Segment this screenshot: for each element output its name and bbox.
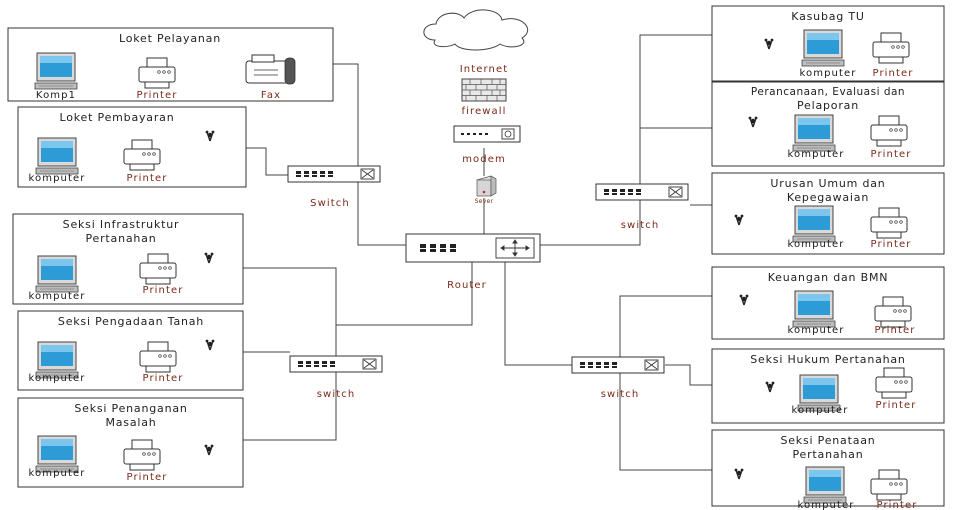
device-label: Printer (877, 500, 918, 510)
computer-icon (803, 466, 847, 504)
room-title: Seksi Pengadaan Tanah (58, 315, 204, 328)
room-urusan-umum: Urusan Umum dan Kepegawaian komputer Pri… (711, 172, 945, 255)
computer-icon (35, 435, 79, 473)
connection-wires (243, 34, 712, 471)
router-label: Router (447, 280, 487, 291)
switch-left-bottom-label: switch (317, 389, 356, 400)
room-kasubag-tu: Kasubag TU komputer Printer (711, 5, 945, 82)
room-title: Perancanaan, Evaluasi dan (751, 86, 905, 98)
server-icon (476, 175, 497, 197)
device-label: komputer (798, 500, 855, 510)
room-seksi-penataan: Seksi Penataan Pertanahan komputer Print… (711, 429, 945, 510)
firewall-label: firewall (461, 106, 506, 117)
switch-left-top-icon (287, 165, 381, 183)
device-label: Printer (127, 173, 168, 184)
room-title: Pertanahan (793, 448, 864, 461)
switch-right-bottom-icon (571, 356, 665, 374)
device-label: komputer (29, 173, 86, 184)
room-title: Loket Pelayanan (119, 32, 221, 45)
modem-label: modem (462, 154, 506, 165)
room-perencanaan: Perancanaan, Evaluasi dan Pelaporan komp… (711, 81, 945, 167)
device-label: komputer (788, 239, 845, 250)
device-label: Fax (261, 90, 281, 101)
switch-right-top-icon (595, 183, 689, 201)
room-seksi-penanganan: Seksi Penanganan Masalah komputer Printe… (17, 397, 244, 488)
room-title: Urusan Umum dan (770, 177, 885, 190)
device-label: komputer (788, 149, 845, 160)
computer-icon (792, 114, 836, 152)
room-title: Seksi Penanganan (74, 402, 187, 415)
computer-icon (792, 205, 836, 243)
computer-icon (801, 29, 845, 67)
room-title: Keuangan dan BMN (768, 271, 889, 284)
room-title: Seksi Penataan (780, 434, 875, 447)
router-icon (405, 233, 541, 263)
modem-icon (453, 125, 521, 143)
fax-icon (245, 54, 296, 85)
device-label: Printer (876, 400, 917, 411)
switch-left-top-label: Switch (310, 198, 350, 209)
computer-icon (35, 255, 79, 293)
device-label: Printer (873, 68, 914, 79)
room-title: Kepegawaian (787, 191, 869, 204)
room-title: Kasubag TU (791, 10, 864, 23)
internet-label: Internet (460, 64, 509, 75)
room-loket-pelayanan: Loket Pelayanan Komp1 Printer Fax (7, 27, 334, 102)
switch-right-bottom-label: switch (601, 389, 640, 400)
device-label: komputer (800, 68, 857, 79)
device-label: Printer (871, 149, 912, 160)
device-label: Printer (127, 472, 168, 483)
computer-icon (35, 137, 79, 175)
switch-left-bottom-icon (289, 355, 383, 373)
device-label: komputer (792, 405, 849, 416)
computer-icon (34, 52, 78, 90)
room-loket-pembayaran: Loket Pembayaran komputer Printer (17, 106, 247, 188)
device-label: Printer (143, 285, 184, 296)
device-label: komputer (29, 291, 86, 302)
device-label: Printer (137, 90, 178, 101)
device-label: komputer (29, 373, 86, 384)
room-title: Pelaporan (797, 99, 859, 112)
device-label: Printer (875, 325, 916, 336)
device-label: komputer (788, 325, 845, 336)
firewall-icon (461, 78, 507, 102)
room-title: Loket Pembayaran (60, 111, 175, 124)
device-label: Komp1 (36, 90, 76, 101)
switch-right-top-label: switch (621, 220, 660, 231)
device-label: Printer (143, 373, 184, 384)
room-seksi-hukum: Seksi Hukum Pertanahan komputer Printer (711, 348, 945, 424)
room-seksi-pengadaan: Seksi Pengadaan Tanah komputer Printer (17, 310, 244, 391)
internet-cloud (423, 9, 529, 51)
room-keuangan: Keuangan dan BMN komputer Printer (711, 266, 945, 340)
room-title: Seksi Infrastruktur (63, 218, 180, 231)
room-title: Pertanahan (86, 232, 157, 245)
computer-icon (792, 290, 836, 328)
server-label: Sever (475, 198, 494, 205)
device-label: komputer (29, 468, 86, 479)
room-seksi-infrastruktur: Seksi Infrastruktur Pertanahan komputer … (12, 213, 244, 305)
device-label: Printer (871, 239, 912, 250)
room-title: Seksi Hukum Pertanahan (750, 353, 905, 366)
room-title: Masalah (105, 416, 156, 429)
